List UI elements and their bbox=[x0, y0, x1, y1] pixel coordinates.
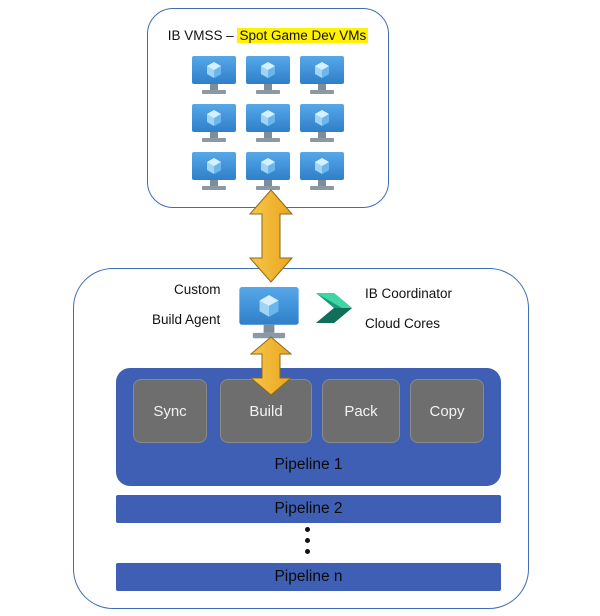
virtual-machine-icon bbox=[299, 102, 345, 148]
stage-sync: Sync bbox=[133, 379, 207, 443]
pipeline-n: Pipeline n bbox=[116, 563, 501, 591]
virtual-machine-icon bbox=[245, 54, 291, 100]
pipeline-2: Pipeline 2 bbox=[116, 495, 501, 523]
coordinator-label-line1: IB Coordinator bbox=[365, 286, 453, 301]
vmss-title: IB VMSS – Spot Game Dev VMs bbox=[148, 28, 388, 43]
pipeline-n-label: Pipeline n bbox=[274, 568, 343, 585]
virtual-machine-icon bbox=[191, 150, 237, 196]
vmss-title-prefix: IB VMSS – bbox=[167, 28, 238, 43]
virtual-machine-icon bbox=[299, 54, 345, 100]
vmss-container: IB VMSS – Spot Game Dev VMs bbox=[147, 8, 389, 208]
vmss-title-highlight: Spot Game Dev VMs bbox=[237, 28, 369, 43]
ellipsis-dot bbox=[305, 527, 310, 532]
ellipsis-dot bbox=[305, 549, 310, 554]
coordinator-label-line2: Cloud Cores bbox=[365, 316, 441, 331]
vm-grid bbox=[191, 54, 341, 194]
stage-pack: Pack bbox=[322, 379, 400, 443]
agent-label-line2: Build Agent bbox=[152, 312, 221, 327]
double-arrow-icon bbox=[248, 189, 294, 283]
stage-copy: Copy bbox=[410, 379, 484, 443]
virtual-machine-icon bbox=[191, 54, 237, 100]
virtual-machine-icon bbox=[245, 102, 291, 148]
ellipsis-dot bbox=[305, 538, 310, 543]
virtual-machine-icon bbox=[299, 150, 345, 196]
agent-label-line1: Custom bbox=[174, 282, 221, 297]
incredibuild-logo-icon bbox=[316, 293, 352, 323]
pipeline-2-label: Pipeline 2 bbox=[274, 500, 343, 517]
double-arrow-icon bbox=[249, 336, 293, 396]
pipeline-1-label: Pipeline 1 bbox=[274, 456, 343, 473]
pipeline-1: Sync Build Pack Copy Pipeline 1 bbox=[116, 368, 501, 486]
virtual-machine-icon bbox=[191, 102, 237, 148]
